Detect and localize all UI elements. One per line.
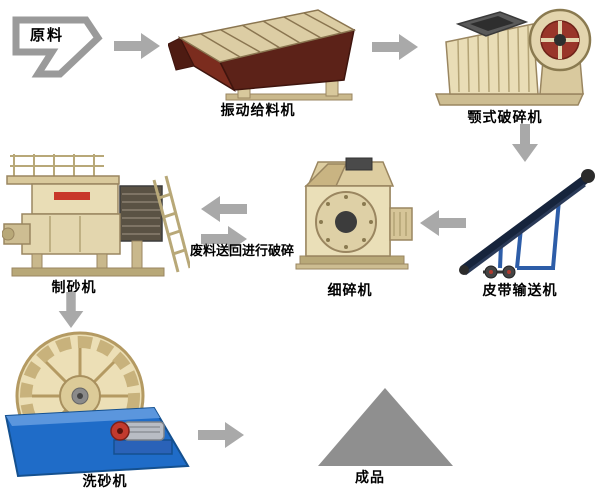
sand-maker-image bbox=[2, 154, 190, 277]
raw-material-icon bbox=[12, 16, 103, 78]
ladder bbox=[152, 175, 190, 273]
belt-conveyor-image bbox=[459, 169, 595, 279]
jaw-body-slats bbox=[457, 25, 530, 93]
vibrating-feeder-image bbox=[168, 9, 357, 101]
sand-washer-label: 洗砂机 bbox=[82, 474, 128, 490]
arrow-waste-return-icon bbox=[201, 226, 247, 252]
arrow-sandmaker-to-washer-icon bbox=[58, 292, 84, 328]
side-plate-bolts bbox=[319, 195, 373, 249]
jaw-crusher-label: 颚式破碎机 bbox=[467, 110, 543, 126]
arrow-jaw-to-conveyor-icon bbox=[512, 124, 538, 162]
fine-crusher-label: 细碎机 bbox=[327, 283, 373, 299]
finished-product-pile bbox=[318, 388, 453, 466]
finished-product-label: 成品 bbox=[355, 470, 385, 486]
vibrating-feeder-label: 振动给料机 bbox=[220, 103, 296, 119]
grizzly-bars bbox=[200, 12, 342, 58]
sand-washer-image bbox=[4, 331, 190, 478]
arrow-conveyor-to-fine-icon bbox=[420, 210, 466, 236]
arrow-raw-to-feeder-icon bbox=[114, 33, 160, 59]
belt-conveyor-label: 皮带输送机 bbox=[482, 283, 558, 299]
arrow-fine-to-sandmaker-icon bbox=[201, 196, 247, 222]
sand-maker-label: 制砂机 bbox=[51, 280, 97, 296]
raw-material-label: 原料 bbox=[30, 26, 65, 44]
raw-material-node: 原料 bbox=[8, 8, 108, 86]
grid-panel-lines bbox=[122, 193, 160, 235]
platform-railing bbox=[10, 154, 104, 176]
fine-crusher-image bbox=[295, 157, 413, 270]
waste-return-note: 废料送回进行破碎 bbox=[189, 244, 294, 259]
arrow-feeder-to-jaw-icon bbox=[372, 34, 418, 60]
arrow-washer-to-product-icon bbox=[198, 422, 244, 448]
jaw-crusher-image bbox=[434, 8, 592, 106]
